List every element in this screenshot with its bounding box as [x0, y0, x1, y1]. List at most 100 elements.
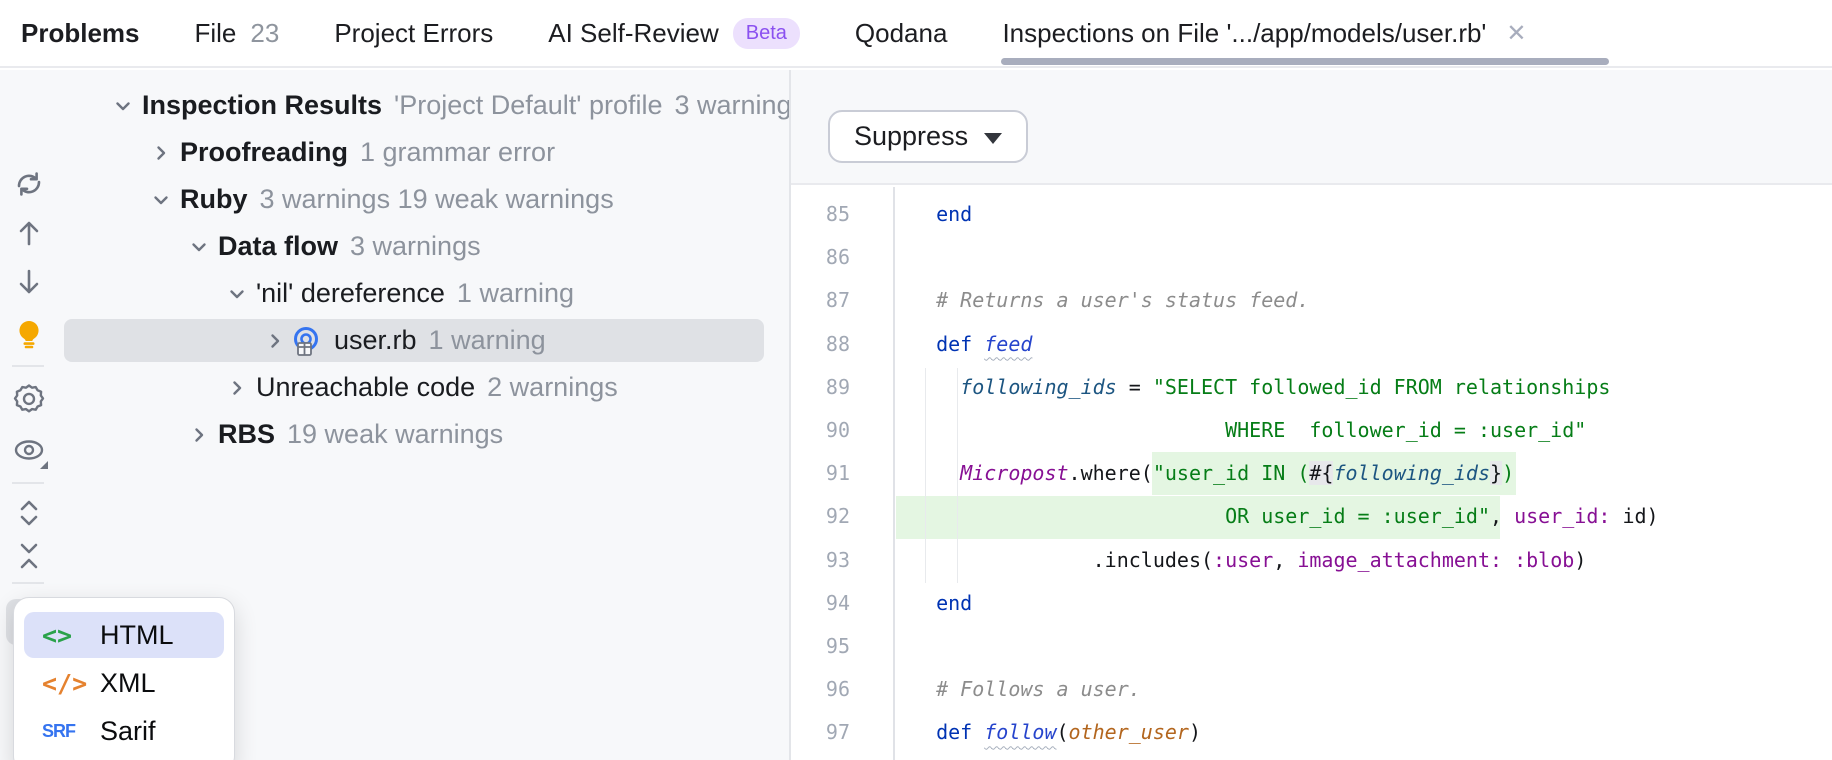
tree-row-label: Inspection Results [142, 90, 383, 120]
export-menu-item-label: HTML [100, 619, 174, 650]
code-line: def follow(other_user) [912, 720, 1202, 745]
expand-all-button[interactable] [6, 490, 52, 536]
lightbulb-button[interactable] [6, 311, 52, 357]
tab-label: Project Errors [334, 17, 494, 48]
code-line: # Follows a user. [912, 677, 1141, 702]
indent-guide [925, 368, 926, 583]
tree-row-label: Unreachable code [256, 372, 476, 402]
toolbar-divider [12, 582, 44, 584]
collapse-all-button[interactable] [6, 533, 52, 579]
code-line: WHERE follower_id = :user_id" [1225, 418, 1587, 443]
refresh-icon [12, 167, 46, 201]
chevron-down-icon[interactable] [147, 186, 175, 214]
tool-window-tab-bar: Problems File 23 Project Errors AI Self-Revi… [0, 0, 1832, 68]
collapse-all-icon [12, 539, 46, 573]
suppress-label: Suppress [854, 121, 969, 151]
suppress-button[interactable]: Suppress [828, 110, 1029, 163]
ruby-model-file-icon [289, 325, 323, 357]
tab-project-errors[interactable]: Project Errors [334, 18, 493, 49]
tree-row-label: user.rb [334, 325, 417, 355]
code-line: end [912, 590, 973, 615]
xml-file-icon: </> [42, 668, 88, 698]
tab-problems[interactable]: Problems [21, 18, 140, 49]
arrow-up-button[interactable] [6, 210, 52, 256]
line-number: 87 [825, 288, 850, 313]
code-line: following_ids = "SELECT followed_id FROM… [960, 374, 1611, 399]
gear-icon [12, 382, 46, 416]
code-line: # Returns a user's status feed. [912, 288, 1310, 313]
toolbar-divider [12, 482, 44, 484]
line-number: 94 [825, 590, 850, 615]
line-number: 91 [825, 461, 850, 486]
eye-button[interactable] [6, 427, 52, 473]
arrow-up-icon [12, 216, 46, 250]
tree-row-label: RBS [218, 419, 276, 449]
chevron-down-icon[interactable] [109, 92, 137, 120]
tab-inspections-on-file-app-models-user-rb-[interactable]: Inspections on File '.../app/models/user… [1002, 18, 1526, 49]
inspection-results-tree: Inspection Results 'Project Default' prof… [56, 82, 789, 458]
lightbulb-icon [12, 317, 46, 351]
line-number: 95 [825, 634, 850, 659]
editor-toolbar: Suppress [791, 70, 1832, 185]
line-number: 90 [825, 418, 850, 443]
warning-highlight-line-92 [896, 495, 1500, 539]
refresh-button[interactable] [6, 161, 52, 207]
tab-file[interactable]: File 23 [195, 18, 280, 49]
tab-label: Inspections on File '.../app/models/user… [1002, 17, 1487, 48]
line-number: 89 [825, 374, 850, 399]
tree-row-inspection-results[interactable]: Inspection Results 'Project Default' prof… [56, 82, 789, 129]
code-editor[interactable] [791, 187, 1832, 760]
srf-file-icon: SRF [42, 720, 76, 741]
chevron-right-icon[interactable] [185, 421, 213, 449]
tree-row-count: 1 warning [456, 278, 574, 308]
chevron-down-icon[interactable] [185, 233, 213, 261]
tab-count: 23 [250, 17, 280, 48]
tree-row-count: 3 warnings 19 weak warnings [259, 184, 614, 214]
export-menu-item-html[interactable]: <>HTML [24, 612, 224, 658]
chevron-right-icon[interactable] [223, 374, 251, 402]
tree-row-count-2: 3 warnings 19 weak warnings [674, 90, 789, 120]
export-menu-item-label: XML [100, 667, 156, 698]
tree-row-unreachable-code[interactable]: Unreachable code 2 warnings [56, 364, 789, 411]
close-icon[interactable]: ✕ [1506, 19, 1527, 47]
tree-row-count: 'Project Default' profile [394, 90, 663, 120]
tree-row-rbs[interactable]: RBS 19 weak warnings [56, 411, 789, 458]
code-line: Micropost.where("user_id IN (#{following… [960, 461, 1515, 486]
tree-row-count: 2 warnings [487, 372, 618, 402]
tree-row-count: 19 weak warnings [287, 419, 504, 449]
export-menu-item-xml[interactable]: </> XML [24, 660, 224, 706]
code-line: .includes(:user, image_attachment: :blob… [912, 547, 1587, 572]
chevron-right-icon[interactable] [261, 327, 289, 355]
chevron-down-icon[interactable] [223, 280, 251, 308]
toolbar-divider [12, 365, 44, 367]
chevron-right-icon[interactable] [147, 139, 175, 167]
code-line: end [912, 202, 973, 226]
arrow-down-button[interactable] [6, 259, 52, 305]
arrow-down-icon [12, 265, 46, 299]
tree-row-user-rb[interactable]: user.rb 1 warning [56, 317, 789, 364]
line-number: 85 [825, 202, 850, 226]
eye-icon [11, 433, 47, 467]
tab-label: File [194, 17, 237, 48]
gear-button[interactable] [6, 376, 52, 422]
tab-qodana[interactable]: Qodana [855, 18, 948, 49]
tree-row-count: 1 warning [428, 325, 546, 355]
beta-badge: Beta [732, 17, 800, 49]
line-number: 93 [825, 547, 850, 572]
warning-highlight-line-91 [1152, 452, 1516, 496]
chevron-down-icon [984, 132, 1003, 144]
dropdown-corner-icon [40, 461, 48, 469]
inspection-results-pane: Inspection Results 'Project Default' prof… [0, 70, 789, 760]
tree-row-label: Proofreading [180, 137, 349, 167]
code-line [912, 236, 1659, 279]
expand-all-icon [12, 496, 46, 530]
pane-splitter[interactable] [789, 70, 791, 760]
